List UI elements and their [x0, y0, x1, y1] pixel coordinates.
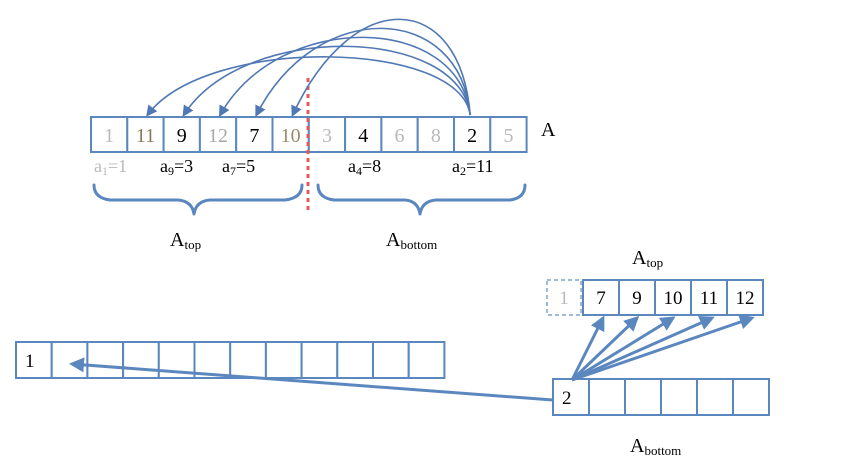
right-top-cell-value: 12 [736, 288, 755, 309]
array-a-cell-value: 1 [104, 125, 114, 147]
output-array-cell [372, 341, 410, 379]
right-bottom-array: 2 [552, 378, 770, 416]
value-annotation: a1=1 [94, 156, 127, 178]
output-array-cell [229, 341, 267, 379]
array-a-cell [271, 116, 310, 153]
array-a-cell [489, 116, 528, 153]
right-top-dashed-value: 1 [559, 288, 569, 309]
output-array-cell [264, 341, 303, 379]
lower-arrows [69, 314, 755, 402]
value-annotation: a4=8 [348, 156, 381, 178]
right-top-cell [654, 279, 692, 316]
right-a-bottom-label: Abottom [630, 435, 681, 458]
arrow-to-top-heap [571, 316, 676, 382]
array-a-cell [90, 116, 129, 153]
right-bottom-cell [552, 378, 590, 416]
output-array-cell [86, 341, 125, 379]
output-array-cell [50, 341, 89, 379]
array-a-cell-value: 9 [177, 125, 187, 147]
array-a-cell-value: 8 [431, 125, 441, 147]
brace-bottom [316, 183, 527, 216]
move-arc [255, 27, 471, 117]
right-top-cell-value: 10 [664, 288, 683, 309]
move-arcs [146, 18, 471, 118]
right-bottom-cell [624, 378, 662, 416]
right-top-cell-value: 11 [700, 288, 718, 309]
right-bottom-cell [732, 378, 770, 416]
output-array-cell [122, 341, 160, 379]
output-array: 1 [15, 341, 446, 379]
array-a-cell [126, 116, 165, 153]
right-bottom-cell [696, 378, 734, 416]
value-annotations: a1=1 a9=3 a7=5 a4=8 a2=11 [94, 156, 493, 178]
right-bottom-cell [660, 378, 698, 416]
array-a-cell-value: 7 [249, 125, 259, 147]
array-a-cell [162, 116, 201, 153]
a-top-label: Atop [170, 229, 201, 252]
right-top-cell-value: 7 [596, 288, 606, 309]
value-annotation: a7=5 [222, 156, 255, 178]
array-a-cell-value: 10 [281, 125, 301, 147]
right-bottom-cell-value: 2 [562, 388, 572, 409]
move-arc [291, 18, 471, 118]
array-a-cell-value: 6 [395, 125, 405, 147]
output-array-cell [336, 341, 374, 379]
a-bottom-label: Abottom [386, 229, 437, 252]
array-a-cell-value: 3 [322, 125, 332, 147]
array-a-cell [344, 116, 383, 153]
move-arc [146, 56, 471, 117]
output-array-cell [407, 341, 446, 379]
right-top-cell [726, 279, 764, 316]
right-top-cell-value: 9 [632, 288, 642, 309]
value-annotation: a2=11 [452, 156, 493, 178]
move-arc [218, 36, 471, 117]
array-a-cell-value: 4 [358, 125, 368, 147]
right-top-cell [618, 279, 656, 316]
arrow-to-output [69, 357, 554, 402]
array-a-cell-value: 12 [208, 125, 228, 147]
array-a-label: A [541, 119, 556, 141]
array-a-cell [453, 116, 492, 153]
arrow-to-top-heap [570, 315, 640, 382]
array-a-cell-value: 5 [503, 125, 513, 147]
arrow-to-top-heap [570, 315, 605, 381]
output-array-cell-value: 1 [25, 351, 35, 372]
arrow-to-top-heap [571, 314, 755, 382]
output-array-cell [300, 341, 339, 379]
output-array-cell [15, 341, 53, 379]
array-a-cell-value: 2 [467, 125, 477, 147]
value-annotation: a9=3 [160, 156, 193, 178]
move-arc [182, 45, 471, 117]
arrow-to-top-heap [571, 316, 715, 382]
brace-top [92, 183, 304, 216]
right-top-array: 1 7 9 10 11 12 [546, 279, 764, 316]
right-a-top-label: Atop [632, 247, 663, 270]
right-top-dashed-cell [546, 279, 582, 316]
array-a-cell-value: 11 [136, 125, 155, 147]
right-bottom-cell [588, 378, 626, 416]
